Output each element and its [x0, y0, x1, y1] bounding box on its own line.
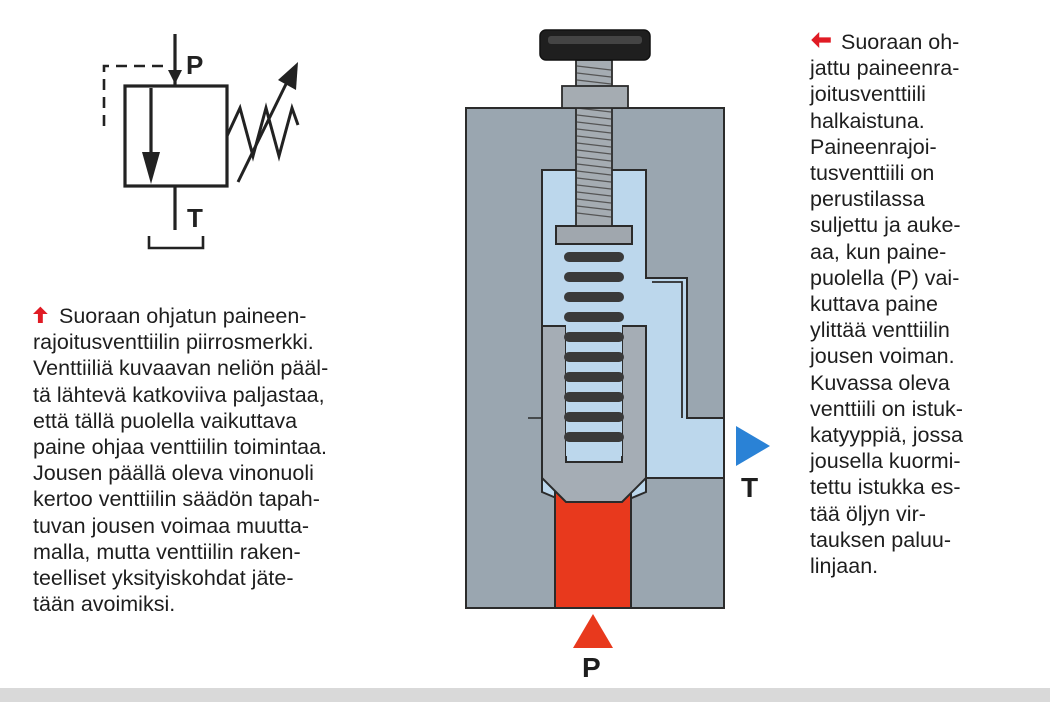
- spring-coil: [564, 252, 624, 262]
- spring-coil: [564, 392, 624, 402]
- left-caption-line-4: että tällä puolella vaikuttava: [33, 408, 298, 433]
- symbol-flow-arrowhead: [142, 152, 160, 184]
- left-caption-line-5: paine ohjaa venttiilin toimintaa.: [33, 435, 328, 460]
- left-caption-line-8: tuvan jousen voimaa muutta-: [33, 513, 310, 538]
- right-caption-line-18: tää öljyn vir-: [810, 501, 926, 526]
- valve-body: [465, 107, 725, 609]
- left-caption-line-10: teelliset yksityiskohdat jäte-: [33, 566, 294, 591]
- left-caption-text: Suoraan ohjatun paineen-: [59, 304, 307, 328]
- arrow-up-icon: [33, 306, 48, 323]
- right-caption-line-7: suljettu ja auke-: [810, 213, 961, 238]
- symbol-port-t-label: T: [187, 203, 203, 233]
- spring-coil: [564, 312, 624, 322]
- spring-cavity: [566, 244, 622, 456]
- adjusting-knob: [539, 29, 651, 61]
- left-caption-line-2: Venttiiliä kuvaavan neliön pääl-: [33, 356, 329, 381]
- right-caption-line-2: joitusventtiili: [810, 82, 926, 107]
- right-caption-line-13: Kuvassa oleva: [810, 370, 950, 395]
- right-caption-line-4: Paineenrajoi-: [810, 134, 937, 159]
- right-caption-line-3: halkaistuna.: [810, 108, 925, 133]
- spring-coil: [564, 292, 624, 302]
- left-caption-line-3: tä lähtevä katkoviiva paljastaa,: [33, 382, 325, 407]
- bottom-border: [0, 688, 1050, 702]
- symbol-valve-square: [123, 84, 229, 188]
- right-caption-line-6: perustilassa: [810, 187, 925, 212]
- right-caption-line-19: tauksen paluu-: [810, 527, 952, 552]
- spring-coil: [564, 432, 624, 442]
- adjusting-screw: [575, 59, 613, 227]
- right-caption-line-5: tusventtiili on: [810, 161, 935, 186]
- right-caption-text: Suoraan oh-: [841, 30, 960, 54]
- symbol-pilot-dashed-line: [102, 64, 163, 126]
- right-caption-line-15: katyyppiä, jossa: [810, 423, 963, 448]
- left-caption-line-9: malla, mutta venttiilin raken-: [33, 539, 301, 564]
- right-caption-line-1: jattu paineenra-: [810, 56, 960, 81]
- left-caption-line-1: rajoitusventtiilin piirrosmerkki.: [33, 330, 314, 355]
- fluid-chamber: [541, 169, 725, 509]
- knob-highlight: [548, 36, 642, 44]
- poppet: [541, 325, 647, 503]
- spring-coil: [564, 372, 624, 382]
- right-caption: Suoraan oh- jattu paineenra- joitusventt…: [810, 29, 1050, 579]
- spring-coil: [564, 412, 624, 422]
- right-caption-line-16: jousella kuormi-: [810, 449, 961, 474]
- symbol-spring: [225, 102, 300, 162]
- left-caption-line-0: Suoraan ohjatun paineen-: [33, 303, 423, 329]
- pressure-port: [554, 491, 632, 609]
- spring-coil: [564, 272, 624, 282]
- symbol-tank: [147, 236, 205, 250]
- right-caption-line-8: aa, kun paine-: [810, 239, 947, 264]
- right-caption-line-11: ylittää venttiilin: [810, 318, 950, 343]
- inlet-arrow-icon: [573, 614, 613, 648]
- left-caption-line-6: Jousen päällä oleva vinonuoli: [33, 461, 314, 486]
- symbol-adjust-arrowhead: [278, 62, 298, 90]
- spring: [564, 244, 624, 456]
- outlet-arrow-icon: [736, 426, 770, 466]
- screw-threads: [576, 65, 612, 218]
- right-caption-line-10: kuttava paine: [810, 292, 938, 317]
- right-caption-line-0: Suoraan oh-: [810, 29, 1050, 55]
- arrow-left-icon: [811, 32, 831, 48]
- left-caption-line-11: tään avoimiksi.: [33, 592, 176, 617]
- right-caption-line-14: venttiili on istuk-: [810, 396, 963, 421]
- pilot-passage: [652, 281, 683, 418]
- right-caption-line-17: tettu istukka es-: [810, 475, 961, 500]
- right-caption-line-20: linjaan.: [810, 554, 879, 579]
- cross-section-port-t-label: T: [741, 472, 758, 503]
- right-caption-line-9: puolella (P) vai-: [810, 265, 960, 290]
- spring-coil: [564, 332, 624, 342]
- symbol-port-p-label: P: [186, 50, 203, 80]
- cross-section-port-p-label: P: [582, 652, 601, 683]
- symbol-p-arrowhead: [168, 70, 182, 84]
- lock-nut: [561, 85, 629, 109]
- left-caption: Suoraan ohjatun paineen- rajoitusventtii…: [33, 303, 423, 617]
- spring-plate: [555, 225, 633, 245]
- right-caption-line-12: jousen voiman.: [810, 344, 955, 369]
- left-caption-line-7: kertoo venttiilin säädön tapah-: [33, 487, 320, 512]
- relief-valve-symbol: P T: [102, 34, 300, 250]
- spring-coil: [564, 352, 624, 362]
- symbol-adjust-arrow-shaft: [236, 79, 290, 183]
